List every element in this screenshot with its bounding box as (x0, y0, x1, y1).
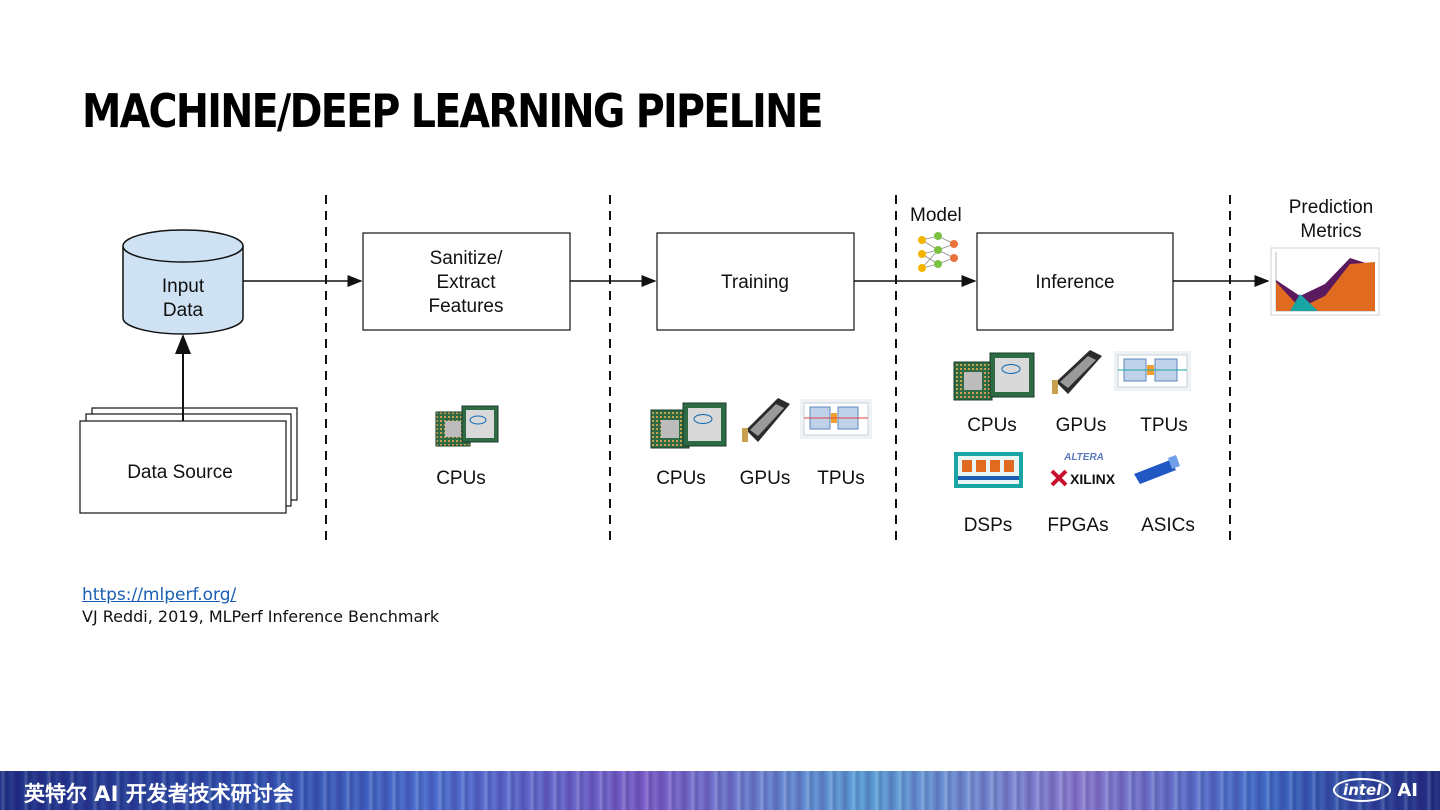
gpu-card-icon (1052, 350, 1102, 394)
dsp-board-icon (954, 452, 1023, 488)
footer-event-title: 英特尔 AI 开发者技术研讨会 (24, 782, 294, 806)
cpu-chip-icon (435, 405, 499, 447)
data-source-label: Data Source (127, 462, 233, 483)
xilinx-logo: XILINX (1070, 471, 1116, 487)
altera-logo: ALTERA (1063, 452, 1104, 463)
gpu-card-icon (742, 398, 790, 442)
pipeline-diagram: Input Data Data Source Sanitize/ Extract… (79, 195, 1380, 540)
prediction-label-1: Prediction (1289, 197, 1374, 218)
training-hw-gpus: GPUs (740, 468, 791, 489)
training-label: Training (721, 272, 789, 293)
inference-hw-asics: ASICs (1141, 515, 1195, 536)
tpu-board-icon (1114, 351, 1191, 391)
mlperf-link[interactable]: https://mlperf.org/ (82, 585, 237, 605)
footer-pattern (0, 771, 1440, 810)
inference-hw-dsps: DSPs (964, 515, 1013, 536)
inference-hw-tpus: TPUs (1140, 415, 1188, 436)
asic-stick-icon (1134, 455, 1180, 484)
training-hw-cpus: CPUs (656, 468, 706, 489)
prediction-label-2: Metrics (1300, 221, 1361, 242)
prediction-chart-icon (1270, 247, 1380, 316)
data-source-stack: Data Source (79, 407, 298, 514)
intel-logo-suffix: AI (1397, 779, 1418, 801)
inference-box: Inference (976, 232, 1174, 331)
citation: VJ Reddi, 2019, MLPerf Inference Benchma… (82, 607, 440, 626)
sanitize-label-1: Sanitize/ (430, 248, 504, 269)
inference-hw-fpgas: FPGAs (1047, 515, 1108, 536)
page-title: MACHINE/DEEP LEARNING PIPELINE (82, 84, 823, 138)
neural-network-icon (918, 232, 958, 272)
inference-label: Inference (1035, 272, 1114, 293)
cpu-chip-icon (650, 402, 727, 449)
input-data-label-2: Data (163, 300, 204, 321)
fpga-logos-icon: ALTERA XILINX (1050, 452, 1116, 487)
intel-ai-logo: intel AI (1333, 776, 1418, 804)
training-box: Training (656, 232, 855, 331)
input-data-cylinder: Input Data (122, 229, 244, 335)
sanitize-label-2: Extract (436, 272, 496, 293)
training-hw-tpus: TPUs (817, 468, 865, 489)
sanitize-hw-cpus: CPUs (436, 468, 486, 489)
tpu-board-icon (800, 399, 872, 439)
input-data-label-1: Input (162, 276, 205, 297)
footer-banner: 英特尔 AI 开发者技术研讨会 intel AI (0, 771, 1440, 810)
inference-hw-cpus: CPUs (967, 415, 1017, 436)
intel-logo-brand: intel (1333, 778, 1392, 802)
inference-hw-gpus: GPUs (1056, 415, 1107, 436)
model-label: Model (910, 205, 962, 226)
sanitize-box: Sanitize/ Extract Features (362, 232, 571, 331)
cpu-chip-icon (953, 352, 1035, 401)
sanitize-label-3: Features (429, 296, 504, 317)
